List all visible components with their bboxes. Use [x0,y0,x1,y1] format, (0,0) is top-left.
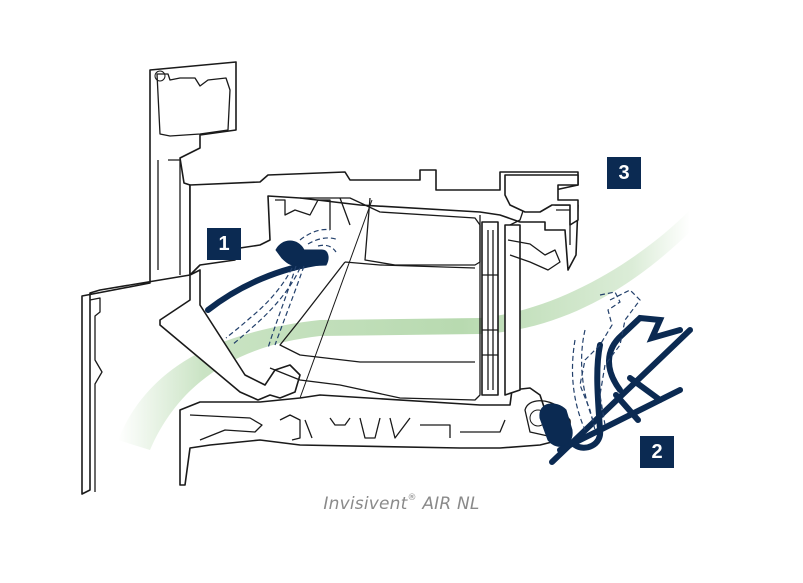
callout-label-3: 3 [618,162,630,184]
left-frame-inner [157,159,181,275]
diagram-caption: Invisivent® AIR NL [0,493,803,514]
callout-label-2: 2 [651,441,663,463]
outer-grille-flap [539,289,693,465]
top-frame-detail [275,197,571,266]
left-wall-profile [81,61,237,495]
caption-product: Invisivent [323,494,408,514]
callout-badge-1: 1 [207,228,241,260]
inner-flap-valve [205,228,339,349]
bottom-frame-detail [189,414,506,441]
center-chamber [269,197,481,401]
left-lower-frame [159,269,301,401]
right-mullion-detail [482,230,498,390]
callout-badge-2: 2 [640,436,674,468]
callout-label-1: 1 [218,233,230,255]
left-wall-detail [89,297,103,492]
right-mullion [481,221,499,396]
registered-mark: ® [407,493,417,504]
center-inner-box [279,261,476,363]
right-upper-bracket [507,239,561,271]
left-wall-groove [154,70,166,82]
upper-left-chamber [156,73,231,137]
bottom-frame-profile [179,387,561,486]
right-vertical-profile [504,224,521,396]
top-frame-profile [189,169,579,276]
diagonal-divider [299,199,373,399]
airflow-band [118,210,690,450]
callout-badge-3: 3 [607,157,641,189]
caption-model: AIR NL [422,494,480,514]
